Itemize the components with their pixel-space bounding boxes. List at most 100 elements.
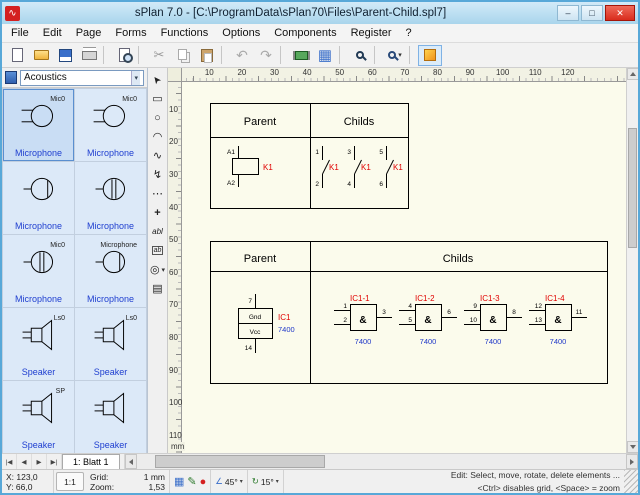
tool-button[interactable]: ↯ <box>149 166 167 183</box>
sheet-nav-button[interactable]: ▶| <box>47 454 62 469</box>
ruler-number: 100 <box>486 68 519 81</box>
tool-button[interactable]: abl <box>149 223 167 240</box>
menu-item[interactable]: Edit <box>36 25 69 41</box>
menu-item[interactable]: Page <box>69 25 109 41</box>
toolbar-button[interactable] <box>53 45 77 66</box>
frame1-childs-header: Childs <box>344 116 375 128</box>
tool-button[interactable]: ab <box>149 242 167 259</box>
horizontal-scrollbar[interactable] <box>124 454 638 469</box>
menu-item[interactable]: Options <box>215 25 267 41</box>
menu-item[interactable]: Register <box>344 25 399 41</box>
sheet-nav-button[interactable]: ◀ <box>17 454 32 469</box>
schematic-canvas[interactable]: 102030405060708090100110120 102030405060… <box>168 68 638 453</box>
ruler-number: 60 <box>168 256 181 289</box>
chevron-down-icon[interactable]: ▾ <box>240 478 243 485</box>
sheet-tab[interactable]: 1: Blatt 1 <box>62 454 120 469</box>
toolbar-button[interactable] <box>313 45 337 66</box>
angle-step-control[interactable]: ∠ 45° ▾ <box>211 470 248 493</box>
resize-grip[interactable] <box>624 470 638 493</box>
minimize-button[interactable]: – <box>557 5 579 21</box>
ruler-unit: mm <box>170 442 185 451</box>
toolbar-button[interactable] <box>147 45 171 66</box>
library-item[interactable]: Microphone Microphone <box>75 235 146 307</box>
toolbar-button[interactable] <box>77 45 101 66</box>
tool-button[interactable]: ◎ <box>149 261 167 278</box>
gate-pin: 12 <box>535 303 543 310</box>
toolbar-button <box>409 46 416 64</box>
toolbar-button[interactable] <box>254 45 278 66</box>
toolbar-icon <box>12 48 23 62</box>
toolbar-button[interactable] <box>112 45 136 66</box>
sheet-nav-button[interactable]: ▶ <box>32 454 47 469</box>
vertical-scrollbar[interactable] <box>626 68 638 453</box>
toolbar-button[interactable] <box>289 45 313 66</box>
chevron-down-icon[interactable]: ▾ <box>276 478 279 485</box>
tool-button[interactable]: + <box>149 204 167 221</box>
scroll-left-icon[interactable] <box>125 454 137 469</box>
toolbar-button[interactable] <box>348 45 372 66</box>
toolbar-button <box>339 46 346 64</box>
tool-button[interactable]: ▭ <box>149 90 167 107</box>
tool-button[interactable]: ∿ <box>149 147 167 164</box>
library-category-select[interactable]: Acoustics ▾ <box>20 70 144 86</box>
tool-button[interactable]: ⋯ <box>149 185 167 202</box>
library-item[interactable]: Microphone <box>75 162 146 234</box>
power-type: 7400 <box>278 325 295 334</box>
frame2-parent-header: Parent <box>244 253 276 265</box>
close-button[interactable]: ✕ <box>605 5 635 21</box>
power-top-text: Gnd <box>249 314 262 321</box>
power-pin-bottom: 14 <box>245 345 253 352</box>
horizontal-scroll-thumb[interactable] <box>155 455 325 468</box>
toolbar-button[interactable] <box>29 45 53 66</box>
tool-button[interactable]: ▤ <box>149 280 167 297</box>
menu-item[interactable]: File <box>4 25 36 41</box>
status-toggle-icon[interactable]: ▦ <box>174 475 184 488</box>
library-grid: Mic0 Microphone Mic0 Microphone Micropho… <box>2 88 147 453</box>
status-toggle-icon[interactable]: ● <box>200 476 207 488</box>
gate-pin: 6 <box>447 309 451 316</box>
scroll-right-icon[interactable] <box>626 454 638 469</box>
menu-item[interactable]: Forms <box>108 25 153 41</box>
library-item[interactable]: Ls0 Speaker <box>3 308 74 380</box>
sheet-nav-button[interactable]: |◀ <box>2 454 17 469</box>
gate-symbol: & <box>424 315 431 326</box>
toolbar-button[interactable] <box>418 45 442 66</box>
library-item[interactable]: Mic0 Microphone <box>3 235 74 307</box>
library-item[interactable]: Ls0 Speaker <box>75 308 146 380</box>
toolbar-button[interactable] <box>5 45 29 66</box>
ruler-number: 40 <box>291 68 324 81</box>
library-item[interactable]: Microphone <box>3 162 74 234</box>
gate-type: 7400 <box>355 337 372 346</box>
contact-pin: 2 <box>315 181 319 188</box>
tool-icon: ➤ <box>151 73 165 86</box>
tool-button[interactable]: ➤ <box>149 71 167 88</box>
tool-button[interactable]: ◠ <box>149 128 167 145</box>
sheet-tab-bar: |◀◀▶▶| 1: Blatt 1 <box>2 453 638 469</box>
scroll-up-icon[interactable] <box>627 68 638 80</box>
menu-item[interactable]: ? <box>399 25 419 41</box>
toolbar-button[interactable] <box>383 45 407 66</box>
library-item[interactable]: Speaker <box>75 381 146 453</box>
library-item[interactable]: Mic0 Microphone <box>75 89 146 161</box>
toolbar-button[interactable] <box>195 45 219 66</box>
vertical-scroll-thumb[interactable] <box>628 128 637 248</box>
drawing-sheet[interactable]: Parent Childs A1 A2 K1 1 <box>182 82 626 453</box>
status-toggle-icon[interactable]: ✎ <box>187 475 196 488</box>
rotate-step-control[interactable]: ↻ 15° ▾ <box>248 470 284 493</box>
tool-button[interactable]: ○ <box>149 109 167 126</box>
scale-button[interactable]: 1:1 <box>56 472 84 491</box>
maximize-button[interactable]: □ <box>581 5 603 21</box>
library-item[interactable]: Mic0 Microphone <box>3 89 74 161</box>
menu-item[interactable]: Functions <box>154 25 216 41</box>
library-item[interactable]: SP Speaker <box>3 381 74 453</box>
toolbar-button[interactable] <box>171 45 195 66</box>
toolbar-button[interactable] <box>230 45 254 66</box>
ruler-number: 120 <box>552 68 585 81</box>
menu-item[interactable]: Components <box>267 25 343 41</box>
component-tag: Microphone <box>100 242 137 249</box>
ruler-number: 60 <box>356 68 389 81</box>
chevron-down-icon[interactable]: ▾ <box>131 71 140 85</box>
scroll-down-icon[interactable] <box>627 441 638 453</box>
status-help-text: Edit: Select, move, rotate, delete eleme… <box>447 470 624 493</box>
